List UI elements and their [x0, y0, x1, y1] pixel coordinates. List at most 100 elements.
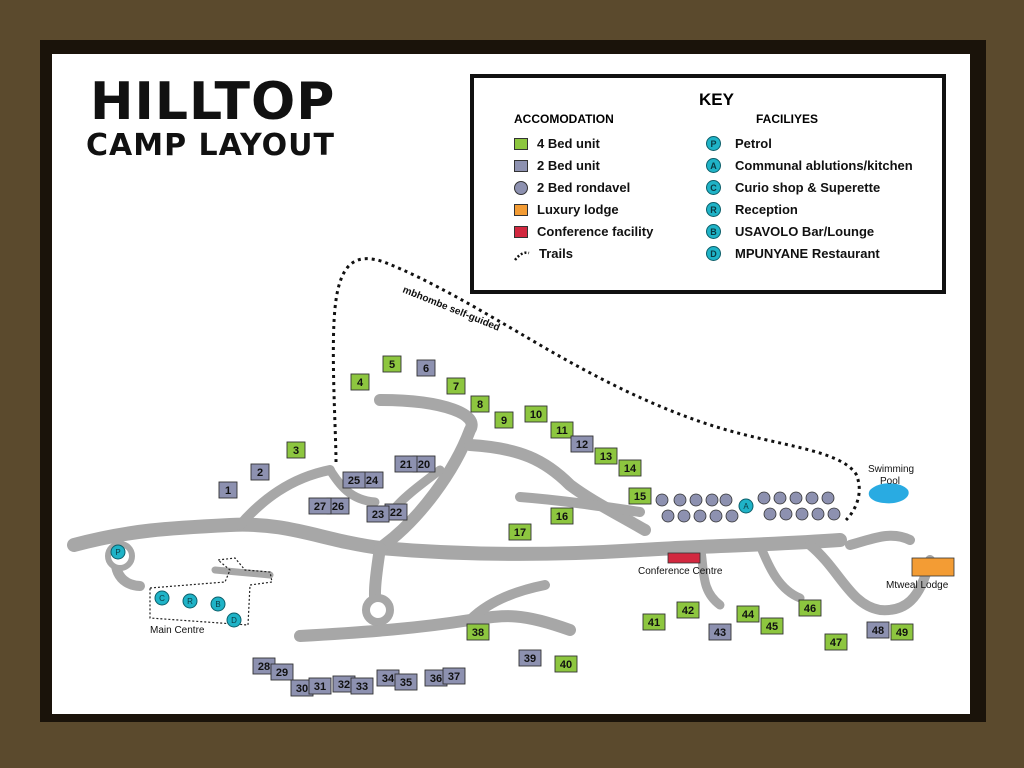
- four-bed-unit: 15: [628, 487, 652, 505]
- main-centre-outline: [149, 557, 273, 626]
- rondavel: [709, 509, 723, 523]
- rondavel: [773, 491, 787, 505]
- facility-icon: D: [706, 246, 721, 261]
- legend-item: Luxury lodge: [514, 202, 619, 217]
- two-bed-unit: 25: [342, 471, 366, 489]
- facility-marker-code: A: [743, 502, 749, 511]
- map-title: HILLTOP: [90, 72, 336, 132]
- legend-swatch: [514, 180, 528, 195]
- four-bed-unit: 45: [760, 617, 784, 635]
- facility-icon: A: [706, 158, 721, 173]
- facility-label: USAVOLO Bar/Lounge: [735, 224, 875, 239]
- svg-text:36: 36: [430, 673, 442, 685]
- svg-text:31: 31: [314, 681, 326, 693]
- facility-icon: B: [706, 224, 721, 239]
- four-bed-unit: 10: [524, 405, 548, 423]
- four-bed-unit: 40: [554, 655, 578, 673]
- accommodation-heading: ACCOMODATION: [514, 112, 614, 126]
- facility-marker: [110, 544, 126, 560]
- map-subtitle: CAMP LAYOUT: [86, 128, 335, 163]
- legend-item: 4 Bed unit: [514, 136, 600, 151]
- two-bed-unit: 26: [326, 497, 350, 515]
- facility-label: Curio shop & Superette: [735, 180, 881, 195]
- svg-text:28: 28: [258, 661, 270, 673]
- legend-swatch: [514, 159, 528, 172]
- two-bed-unit: 34: [376, 669, 400, 687]
- swimming-pool: [868, 483, 909, 504]
- rondavel: [827, 507, 841, 521]
- conference-facility: [667, 552, 701, 564]
- svg-text:21: 21: [400, 459, 412, 471]
- svg-text:20: 20: [418, 459, 430, 471]
- rondavel: [757, 491, 771, 505]
- svg-text:48: 48: [872, 625, 884, 637]
- facility-marker: [210, 596, 226, 612]
- svg-text:27: 27: [314, 501, 326, 513]
- four-bed-unit: 46: [798, 599, 822, 617]
- two-bed-unit: 2: [250, 463, 270, 481]
- lodge-label: Mtweal Lodge: [886, 580, 949, 591]
- facility-label: MPUNYANE Restaurant: [735, 246, 880, 261]
- conference-label: Conference Centre: [638, 566, 723, 577]
- two-bed-unit: 39: [518, 649, 542, 667]
- svg-text:32: 32: [338, 679, 350, 691]
- rondavel: [661, 509, 675, 523]
- rondavel: [705, 493, 719, 507]
- svg-text:2: 2: [257, 467, 263, 479]
- legend-item: Conference facility: [514, 224, 653, 239]
- two-bed-unit: 27: [308, 497, 332, 515]
- legend-swatch: [514, 225, 528, 238]
- rondavel: [795, 507, 809, 521]
- svg-text:5: 5: [389, 359, 395, 371]
- legend-label: Luxury lodge: [537, 202, 619, 217]
- svg-text:46: 46: [804, 603, 816, 615]
- two-bed-unit: 30: [290, 679, 314, 697]
- four-bed-unit: 17: [508, 523, 532, 541]
- rondavel: [719, 493, 733, 507]
- legend-swatch: [514, 249, 530, 261]
- svg-text:26: 26: [332, 501, 344, 513]
- four-bed-unit: 16: [550, 507, 574, 525]
- roundabout: [362, 594, 394, 626]
- svg-text:41: 41: [648, 617, 660, 629]
- main-centre-label: Main Centre: [150, 625, 205, 636]
- rondavel: [779, 507, 793, 521]
- rondavel: [673, 493, 687, 507]
- facility-marker-code: B: [215, 600, 220, 609]
- svg-text:10: 10: [530, 409, 542, 421]
- svg-text:35: 35: [400, 677, 412, 689]
- svg-text:7: 7: [453, 381, 459, 393]
- svg-text:13: 13: [600, 451, 612, 463]
- two-bed-unit: 36: [424, 669, 448, 687]
- rondavel: [655, 493, 669, 507]
- facility-marker: [154, 590, 170, 606]
- svg-text:33: 33: [356, 681, 368, 693]
- two-bed-unit: 21: [394, 455, 418, 473]
- facility-marker-code: D: [231, 616, 237, 625]
- four-bed-unit: 9: [494, 411, 514, 429]
- facility-marker: [226, 612, 242, 628]
- svg-text:44: 44: [742, 609, 755, 621]
- facility-marker-code: C: [159, 594, 165, 603]
- svg-text:17: 17: [514, 527, 526, 539]
- svg-text:11: 11: [556, 425, 568, 437]
- svg-text:14: 14: [624, 463, 637, 475]
- svg-text:38: 38: [472, 627, 484, 639]
- pool-label-1: Swimming: [868, 464, 914, 475]
- four-bed-unit: 8: [470, 395, 490, 413]
- legend-item: 2 Bed rondavel: [514, 180, 630, 195]
- legend-label: Conference facility: [537, 224, 654, 239]
- facility-icon: C: [706, 180, 721, 195]
- four-bed-unit: 11: [550, 421, 574, 439]
- svg-text:45: 45: [766, 621, 778, 633]
- svg-text:12: 12: [576, 439, 588, 451]
- four-bed-unit: 4: [350, 373, 370, 391]
- pool-label-2: Pool: [880, 476, 900, 487]
- svg-text:23: 23: [372, 509, 384, 521]
- facility-marker: [738, 498, 754, 514]
- svg-text:16: 16: [556, 511, 568, 523]
